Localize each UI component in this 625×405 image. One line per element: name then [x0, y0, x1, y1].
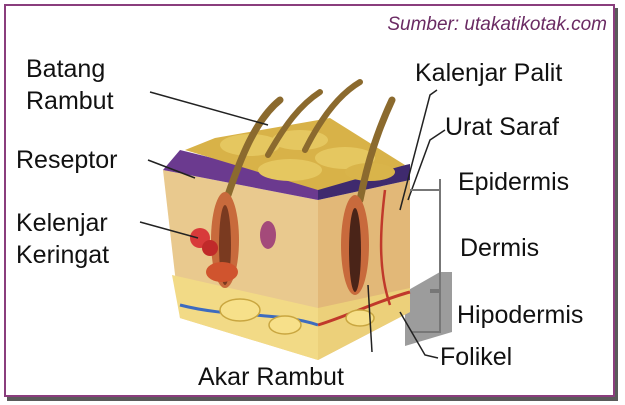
hair-root: [349, 208, 361, 292]
label-akar-rambut: Akar Rambut: [198, 362, 344, 393]
fat-cell: [220, 299, 260, 321]
label-urat-saraf: Urat Saraf: [445, 112, 559, 143]
label-batang-rambut-1: Batang: [26, 54, 105, 85]
fat-cell: [269, 316, 301, 334]
sweat-gland: [202, 240, 218, 256]
sebaceous-gland: [260, 221, 276, 249]
surface-bump: [258, 159, 322, 181]
label-epidermis: Epidermis: [458, 167, 569, 198]
label-kelenjar-palit: Kalenjar Palit: [415, 58, 562, 89]
sweat-gland-coil: [206, 262, 238, 282]
label-dermis: Dermis: [460, 233, 539, 264]
label-kelenjar-keringat-2: Keringat: [16, 240, 109, 271]
label-batang-rambut-2: Rambut: [26, 86, 114, 117]
source-credit: Sumber: utakatikotak.com: [387, 14, 607, 36]
label-kelenjar-keringat-1: Kelenjar: [16, 208, 108, 239]
label-reseptor: Reseptor: [16, 145, 117, 176]
label-hipodermis: Hipodermis: [457, 300, 583, 331]
label-folikel: Folikel: [440, 342, 512, 373]
hypodermis-shadow: [405, 272, 452, 346]
leader-batang-rambut: [150, 92, 268, 125]
